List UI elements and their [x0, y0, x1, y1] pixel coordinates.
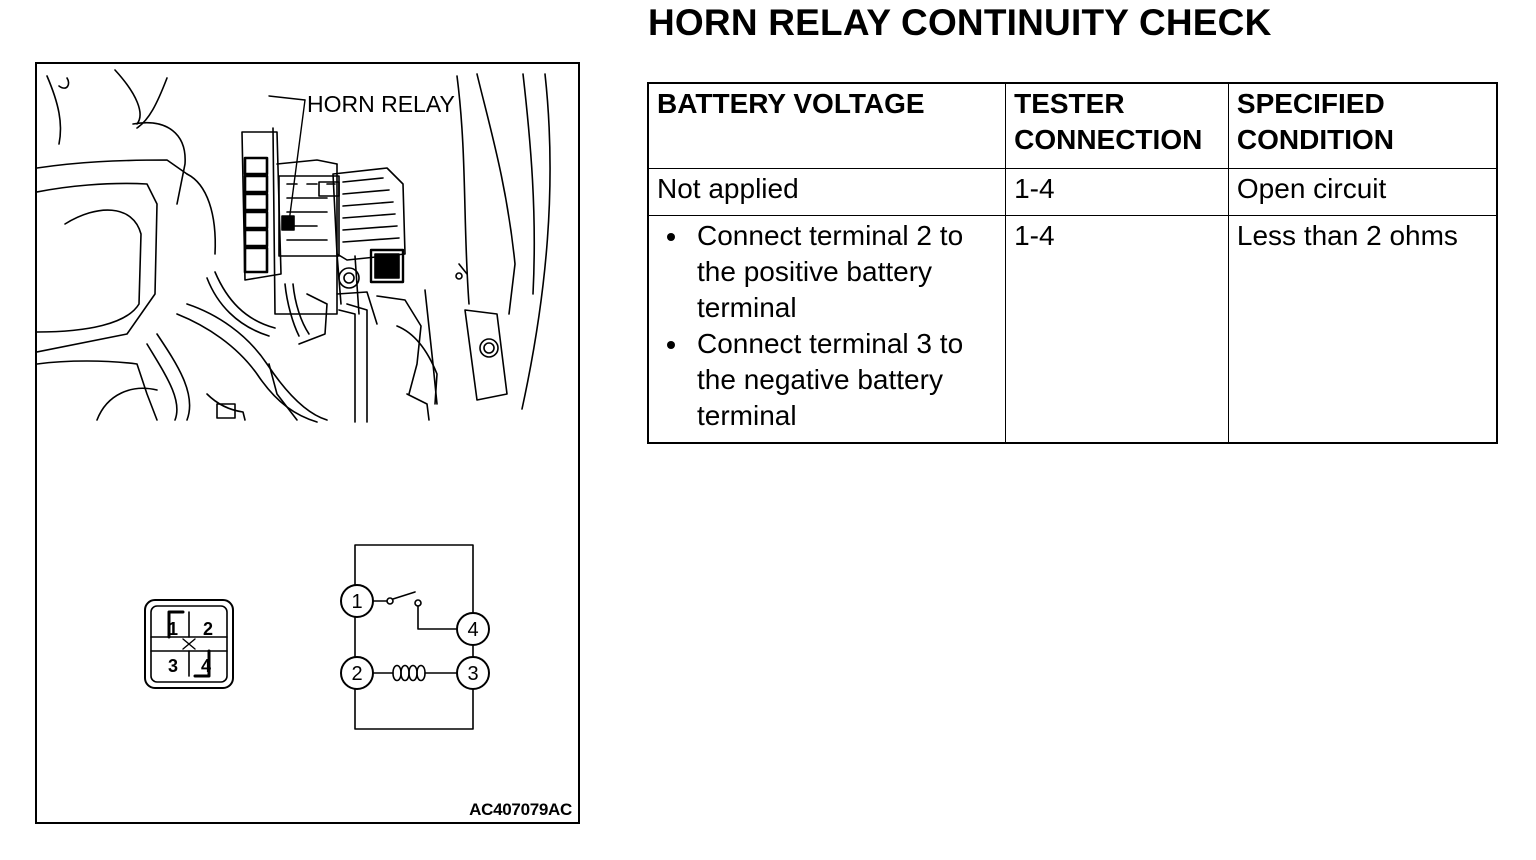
relay-connector-diagram — [144, 599, 234, 689]
bullet-item: Connect terminal 3 to the negative batte… — [657, 326, 997, 434]
table-row: Not applied 1-4 Open circuit — [647, 168, 1498, 216]
row2-tester-connection: 1-4 — [1005, 215, 1229, 444]
schematic-terminal-1: 1 — [351, 591, 362, 613]
horn-relay-callout: HORN RELAY — [307, 91, 455, 117]
connector-terminal-1: 1 — [168, 619, 178, 639]
schematic-terminal-4: 4 — [467, 619, 478, 641]
bullet-item: Connect terminal 2 to the positive batte… — [657, 218, 997, 326]
connector-terminal-2: 2 — [203, 619, 213, 639]
header-tester-connection: TESTER CONNECTION — [1005, 82, 1229, 169]
header-specified-condition: SPECIFIED CONDITION — [1227, 82, 1498, 169]
battery-voltage-bullets: Connect terminal 2 to the positive batte… — [657, 218, 997, 434]
row2-specified-condition: Less than 2 ohms — [1227, 215, 1498, 444]
row1-specified-condition: Open circuit — [1227, 168, 1498, 216]
schematic-terminal-3: 3 — [467, 663, 478, 685]
header-battery-voltage: BATTERY VOLTAGE — [647, 82, 1007, 169]
table-row: Connect terminal 2 to the positive batte… — [647, 215, 1498, 444]
connector-terminal-3: 3 — [168, 656, 178, 676]
continuity-check-table: BATTERY VOLTAGE TESTER CONNECTION SPECIF… — [647, 82, 1498, 444]
page-title: HORN RELAY CONTINUITY CHECK — [648, 2, 1272, 43]
relay-schematic — [340, 544, 490, 730]
row2-battery-voltage: Connect terminal 2 to the positive batte… — [647, 215, 1007, 444]
figure-code: AC407079AC — [469, 800, 572, 819]
horn-relay-figure: HORN RELAY 1 2 3 4 1 2 3 4 AC407079AC — [35, 62, 580, 824]
engine-bay-illustration — [37, 69, 551, 423]
figure-drawing: HORN RELAY 1 2 3 4 1 2 3 4 — [37, 69, 551, 730]
table-header-row: BATTERY VOLTAGE TESTER CONNECTION SPECIF… — [647, 82, 1498, 169]
row1-battery-voltage: Not applied — [647, 168, 1007, 216]
schematic-terminal-2: 2 — [351, 663, 362, 685]
row1-tester-connection: 1-4 — [1005, 168, 1229, 216]
connector-terminal-4: 4 — [201, 656, 211, 676]
